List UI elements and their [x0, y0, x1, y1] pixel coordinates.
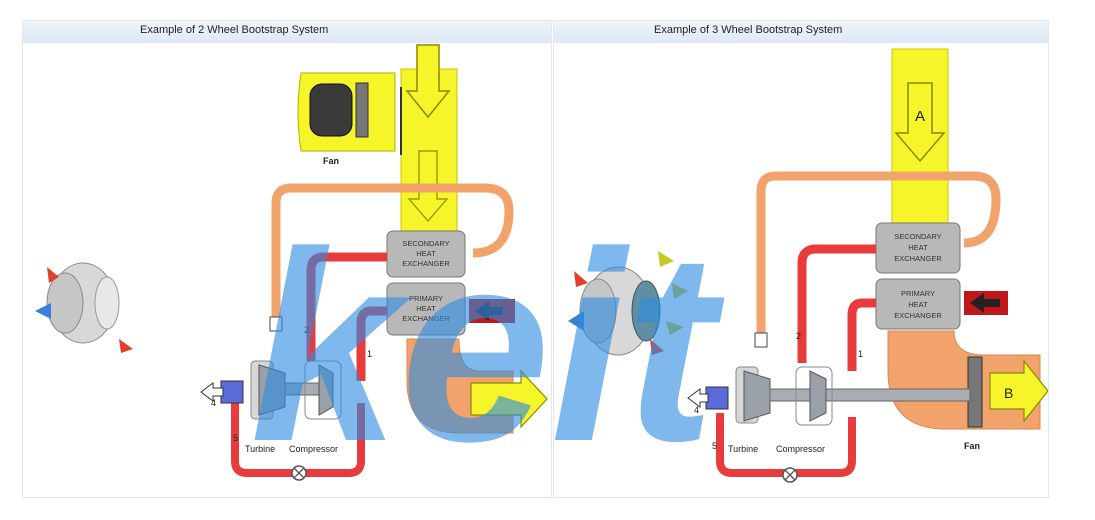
panel-title: Example of 3 Wheel Bootstrap System	[654, 24, 843, 36]
station-2-label: 2	[796, 331, 801, 341]
fan-blades-icon	[355, 82, 369, 138]
outlet-label: B	[1004, 385, 1013, 401]
station-5-label: 5	[233, 433, 238, 443]
primary-hx-line2: HEAT	[908, 300, 928, 309]
secondary-hx-line3: EXCHANGER	[402, 259, 450, 268]
turbine-exhaust-arrow-icon	[200, 382, 224, 402]
secondary-hx-line1: SECONDARY	[402, 239, 449, 248]
panel-title: Example of 2 Wheel Bootstrap System	[140, 24, 329, 36]
shaft	[769, 388, 971, 402]
two-wheel-diagram: Fan SECONDARY HEAT EXCHANGER PRIMARY HEA…	[35, 44, 548, 481]
compressor-discharge-line	[306, 252, 387, 361]
station-2-label: 2	[304, 325, 309, 335]
panel-header: Example of 3 Wheel Bootstrap System	[554, 21, 1048, 43]
ram-air-inlet-arrow-icon	[405, 44, 451, 119]
compressor-housing	[795, 366, 833, 426]
turbine-label: Turbine	[245, 444, 275, 454]
air-cycle-machine-illustration	[35, 262, 133, 353]
compressor-label: Compressor	[776, 444, 825, 454]
primary-hx-line1: PRIMARY	[409, 294, 443, 303]
primary-hx-line2: HEAT	[416, 304, 436, 313]
ram-air-inlet-arrow-icon	[894, 82, 946, 163]
inlet-label: A	[915, 108, 925, 125]
station-marker	[754, 332, 768, 348]
compressor-wheel-icon	[809, 370, 827, 422]
fan-label: Fan	[323, 156, 339, 166]
three-wheel-diagram: A SECONDARY HEAT EXCHANGER B Fan PRIMARY…	[568, 48, 1048, 483]
turbine-wheel-icon	[743, 370, 771, 422]
primary-hx-line3: EXCHANGER	[402, 314, 450, 323]
turbine-exhaust-arrow-icon	[687, 388, 709, 408]
station-1-label: 1	[858, 349, 863, 359]
station-4-label: 4	[211, 398, 216, 408]
cold-air-loop	[271, 183, 514, 319]
compressor-wheel-icon	[318, 364, 334, 416]
turbine-wheel-icon	[258, 364, 286, 416]
primary-hx-outlet-line	[356, 306, 387, 381]
panel-header: Example of 2 Wheel Bootstrap System	[23, 21, 551, 43]
air-cycle-machine-illustration	[568, 251, 688, 356]
bleed-inlet-arrow-icon	[475, 301, 503, 321]
outflow-arrow-icon	[470, 369, 548, 429]
compressor-discharge-line	[797, 244, 876, 363]
outflow-arrow-icon	[989, 359, 1048, 423]
station-marker	[269, 316, 283, 332]
fan-motor	[309, 83, 353, 137]
turbine-inlet	[705, 386, 729, 410]
station-1-label: 1	[367, 349, 372, 359]
ram-air-flow-arrow-icon	[407, 150, 449, 222]
secondary-hx-line3: EXCHANGER	[894, 254, 942, 263]
primary-hx-outlet-line	[847, 298, 876, 371]
secondary-hx-line2: HEAT	[416, 249, 436, 258]
two-wheel-bootstrap-panel: Example of 2 Wheel Bootstrap System Fan …	[22, 20, 552, 498]
primary-hx-line1: PRIMARY	[901, 289, 935, 298]
turbine-inlet	[220, 380, 244, 404]
fan-label: Fan	[964, 441, 980, 451]
compressor-label: Compressor	[289, 444, 338, 454]
secondary-hx-line1: SECONDARY	[894, 232, 941, 241]
three-wheel-bootstrap-panel: Example of 3 Wheel Bootstrap System A SE…	[553, 20, 1049, 498]
secondary-hx-line2: HEAT	[908, 243, 928, 252]
cold-air-loop	[756, 171, 1001, 339]
turbine-label: Turbine	[728, 444, 758, 454]
primary-hx-line3: EXCHANGER	[894, 311, 942, 320]
station-5-label: 5	[712, 441, 717, 451]
station-4-label: 4	[694, 405, 699, 415]
bleed-inlet-arrow-icon	[970, 293, 1000, 313]
compressor-housing	[304, 360, 342, 420]
